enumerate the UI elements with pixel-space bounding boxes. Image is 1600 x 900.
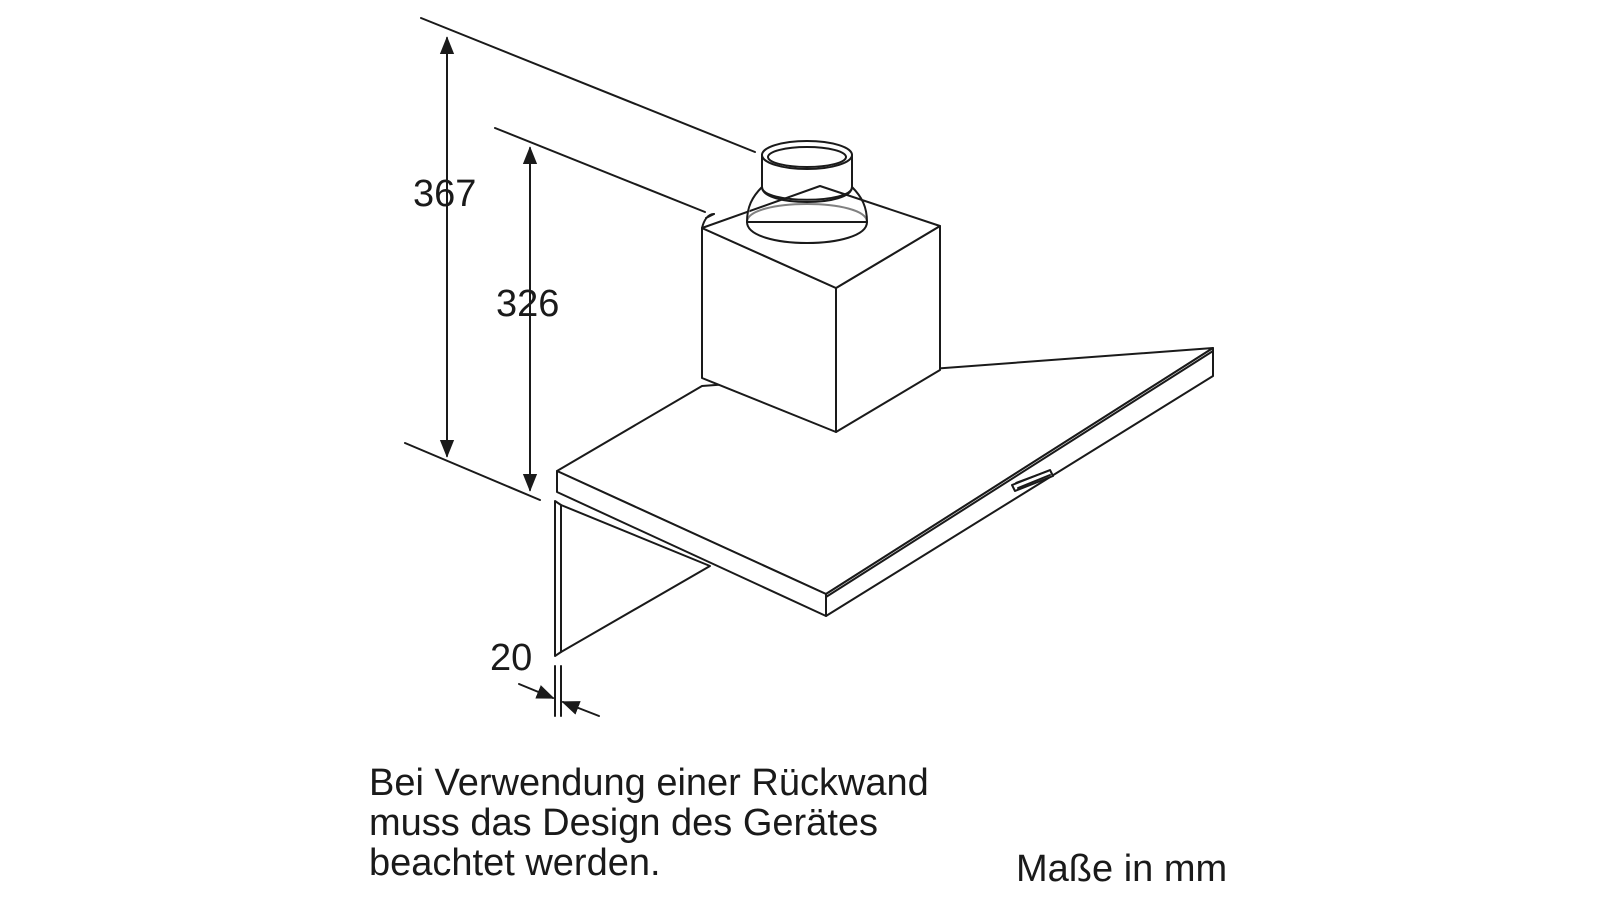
note-line: Bei Verwendung einer Rückwand <box>369 762 929 804</box>
thickness-dimension <box>518 665 600 717</box>
units-label: Maße in mm <box>1016 848 1228 890</box>
control-panel <box>1011 469 1054 492</box>
dimension-label-total-height: 367 <box>413 173 477 215</box>
dimension-label-panel-thickness: 20 <box>490 637 533 679</box>
hood-canopy <box>556 347 1214 617</box>
exhaust-collar <box>746 140 868 244</box>
extension-line-mid <box>494 127 706 213</box>
extension-line-bottom <box>404 442 541 501</box>
note-line: muss das Design des Gerätes <box>369 802 879 844</box>
back-panel <box>554 500 711 657</box>
extension-line-top <box>420 17 756 153</box>
dimension-label-box-height: 326 <box>496 283 560 325</box>
note-line: beachtet werden. <box>369 842 661 884</box>
installation-note: Bei Verwendung einer Rückwand muss das D… <box>369 763 929 883</box>
